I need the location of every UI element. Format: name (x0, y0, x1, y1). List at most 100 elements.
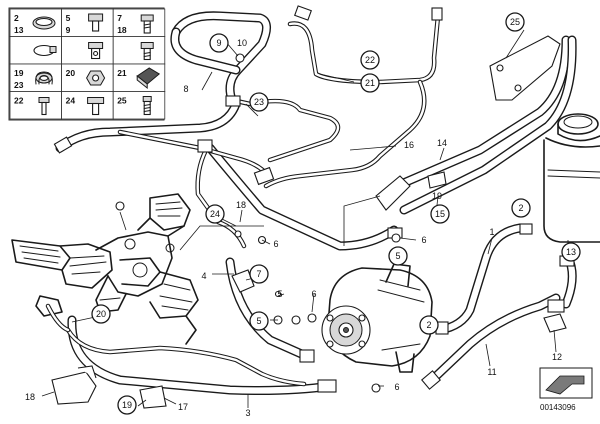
callout-6: 6 (421, 235, 426, 245)
callout-4: 4 (201, 271, 206, 281)
callout-circle (360, 73, 380, 93)
legend-label: 21 (117, 68, 127, 78)
callout-number: 12 (552, 352, 562, 362)
callout-number: 15 (435, 209, 445, 219)
callout-13: 13 (561, 242, 581, 262)
callout-circle (249, 92, 269, 112)
callout-number: 3 (245, 408, 250, 418)
callout-number: 2 (518, 203, 523, 213)
callout-number: 22 (365, 55, 375, 65)
legend-label: 18 (117, 25, 127, 35)
spring-clip-icon (35, 71, 53, 85)
callout-6: 6 (273, 239, 278, 249)
callout-circle (561, 242, 581, 262)
callout-number: 18 (236, 200, 246, 210)
callout-1: 1 (489, 227, 494, 237)
callout-circle (388, 246, 408, 266)
callout-circle (511, 198, 531, 218)
legend-cell-19: 19 (14, 68, 53, 84)
legend-cell-24: 24 (66, 96, 105, 116)
callout-number: 4 (201, 271, 206, 281)
callout-number: 20 (96, 309, 106, 319)
callout-circle (419, 315, 439, 335)
callout-21: 21 (360, 73, 380, 93)
callout-circle (249, 311, 269, 331)
callout-number: 14 (437, 138, 447, 148)
legend-cell-2: 2 (14, 13, 56, 30)
callout-number: 18 (25, 392, 35, 402)
callout-11: 11 (487, 367, 496, 377)
hollow-bolt-icon (140, 14, 154, 34)
callout-number: 23 (254, 97, 264, 107)
legend-label: 19 (14, 68, 24, 78)
callout-number: 5 (277, 289, 282, 299)
callout-circle (117, 395, 137, 415)
bolt-icon (88, 13, 104, 32)
legend-cell-5: 5 (66, 13, 104, 32)
callout-number: 2 (426, 320, 431, 330)
callout-circle (91, 304, 111, 324)
callout-18: 18 (25, 392, 35, 402)
legend-label: 22 (14, 96, 24, 106)
callout-number: 6 (311, 289, 316, 299)
callout-number: 9 (216, 38, 221, 48)
brackets-and-fittings (51, 5, 575, 409)
document-number: 00143096 (540, 403, 576, 412)
steering-gear (11, 193, 199, 345)
callout-12: 12 (552, 352, 562, 362)
callout-circle (430, 204, 450, 224)
callout-5: 5 (277, 289, 282, 299)
callout-number: 25 (510, 17, 520, 27)
callout-circle (505, 12, 525, 32)
legend-label: 2 (14, 13, 19, 23)
callout-5: 5 (388, 246, 408, 266)
callout-14: 14 (437, 138, 447, 148)
callout-number: 7 (256, 269, 261, 279)
callout-number: 17 (178, 402, 188, 412)
callout-number: 19 (122, 400, 132, 410)
power-steering-pump (321, 263, 433, 373)
legend-label: 5 (66, 13, 71, 23)
callout-24: 24 (205, 204, 225, 224)
flange-bolt-icon (87, 97, 105, 116)
callout-number: 6 (421, 235, 426, 245)
document-number-box: 00143096 (539, 367, 593, 412)
callout-number: 5 (256, 316, 261, 326)
legend-label: 9 (66, 25, 71, 35)
callout-25: 25 (505, 12, 525, 32)
callout-number: 19 (432, 191, 442, 201)
callout-2: 2 (511, 198, 531, 218)
legend-label: 23 (14, 80, 24, 90)
callout-6: 6 (394, 382, 399, 392)
callout-number: 13 (566, 247, 576, 257)
callout-18: 18 (236, 200, 246, 210)
callout-number: 21 (365, 78, 375, 88)
doc-box-arrow-icon (545, 375, 585, 395)
legend-label: 13 (14, 25, 24, 35)
callout-number: 16 (404, 140, 414, 150)
callout-circle (205, 204, 225, 224)
legend-cell-20: 20 (66, 68, 106, 86)
legend-label: 25 (117, 96, 127, 106)
callout-6: 6 (311, 289, 316, 299)
callout-17: 17 (178, 402, 188, 412)
callout-22: 22 (360, 50, 380, 70)
legend-cell-18: 18 (117, 25, 154, 61)
callout-circle (209, 33, 229, 53)
legend-label: 20 (66, 68, 76, 78)
callout-19: 19 (432, 191, 442, 201)
callout-number: 6 (273, 239, 278, 249)
callout-10: 10 (237, 38, 247, 48)
hose-clamp-icon (32, 16, 56, 30)
hose-lines (55, 11, 577, 395)
hex-bolt-icon (140, 42, 154, 61)
legend-cell-9: 9 (66, 25, 104, 60)
callout-number: 6 (394, 382, 399, 392)
callout-8: 8 (183, 84, 188, 94)
legend-cell-23: 23 (14, 71, 53, 90)
